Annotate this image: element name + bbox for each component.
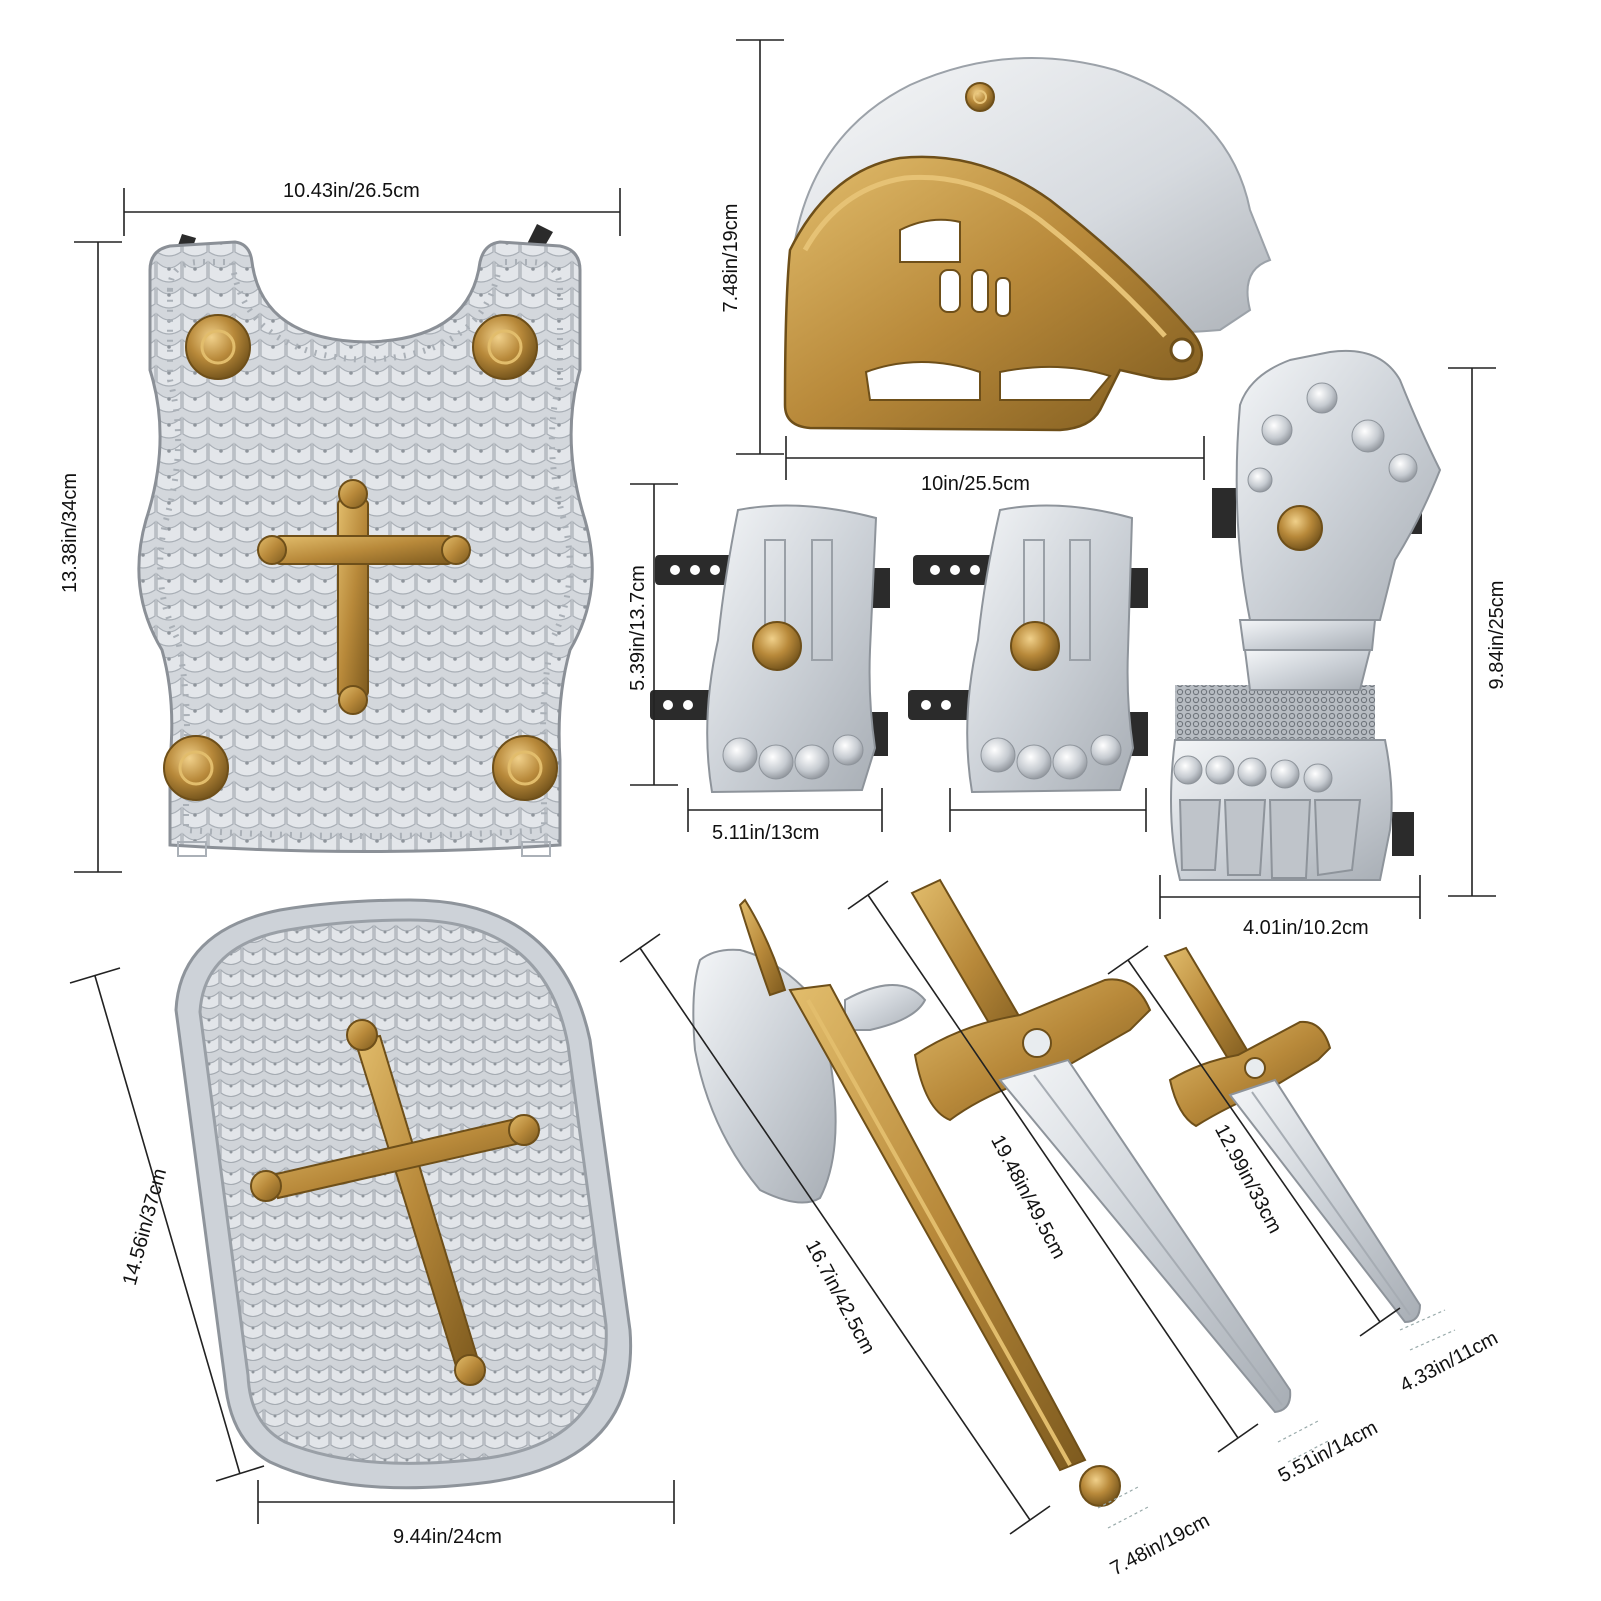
shield xyxy=(174,898,633,1490)
helmet-width-label: 10in/25.5cm xyxy=(921,473,1030,495)
long-sword xyxy=(910,878,1292,1414)
bracer-width-label: 5.11in/13cm xyxy=(712,822,820,844)
bracer-right xyxy=(908,504,1148,794)
helmet-height-label: 7.48in/19cm xyxy=(720,203,742,313)
gauntlet-width-label: 4.01in/10.2cm xyxy=(1243,917,1369,939)
dimension-lines xyxy=(69,39,1496,1535)
helmet xyxy=(783,57,1272,432)
shield-cross-emblem xyxy=(250,1019,540,1386)
breastplate-width-label: 10.43in/26.5cm xyxy=(283,180,420,202)
breastplate-height-label: 13.38in/34cm xyxy=(59,472,81,594)
breastplate-bosses xyxy=(163,314,558,801)
bracer-left xyxy=(650,504,890,794)
bracer-height-label: 5.39in/13.7cm xyxy=(627,565,649,691)
axe xyxy=(692,898,1121,1507)
breastplate xyxy=(137,224,594,857)
gauntlet xyxy=(1170,349,1442,881)
shield-width-label: 9.44in/24cm xyxy=(393,1526,502,1548)
breastplate-cross-emblem xyxy=(257,479,471,715)
short-sword xyxy=(1163,946,1422,1324)
gauntlet-height-label: 9.84in/25cm xyxy=(1486,580,1508,690)
